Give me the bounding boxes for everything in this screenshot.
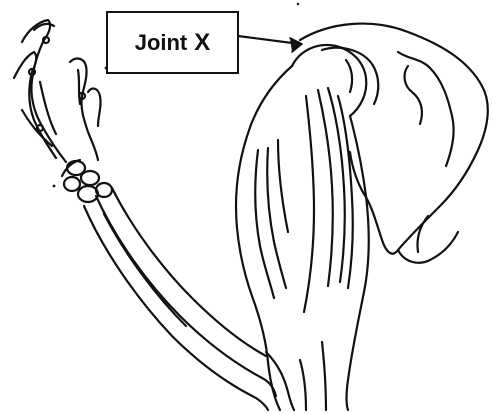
upper-arm <box>236 66 369 410</box>
joint-label-letter: X <box>194 29 210 57</box>
forearm <box>84 188 276 410</box>
hand-bones <box>14 20 101 162</box>
joint-label-word: Joint <box>135 30 188 56</box>
arrow-right-icon <box>238 36 302 52</box>
speck <box>53 185 56 188</box>
shoulder-joint <box>292 45 378 116</box>
joint-label-box: Joint X <box>106 11 239 74</box>
speck <box>297 3 299 5</box>
wrist-bones <box>62 160 112 202</box>
